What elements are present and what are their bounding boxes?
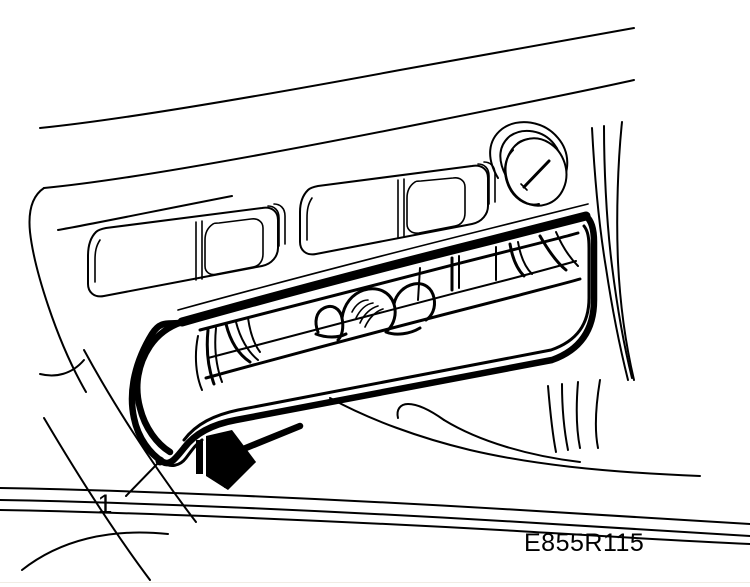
pull-direction-arrow xyxy=(196,422,304,490)
bottom-divider xyxy=(0,582,750,583)
compartment-dividers xyxy=(417,231,579,301)
callout-1: 1 xyxy=(97,456,165,519)
switch-panel-right[interactable] xyxy=(299,161,496,256)
compartment-latch[interactable] xyxy=(314,282,436,342)
storage-compartment[interactable] xyxy=(128,203,598,467)
ignition-lock-cylinder[interactable] xyxy=(489,121,575,214)
callout-1-dot xyxy=(155,456,165,466)
compartment-left-ribs xyxy=(194,317,261,391)
side-trim-lines xyxy=(591,121,635,381)
lower-console-trim xyxy=(0,349,750,581)
callout-1-number: 1 xyxy=(97,489,112,519)
switch-panel-left[interactable] xyxy=(87,203,286,298)
dashboard-fascia xyxy=(28,27,635,393)
reference-code: E855R115 xyxy=(524,529,644,557)
callout-1-leader xyxy=(125,460,161,497)
